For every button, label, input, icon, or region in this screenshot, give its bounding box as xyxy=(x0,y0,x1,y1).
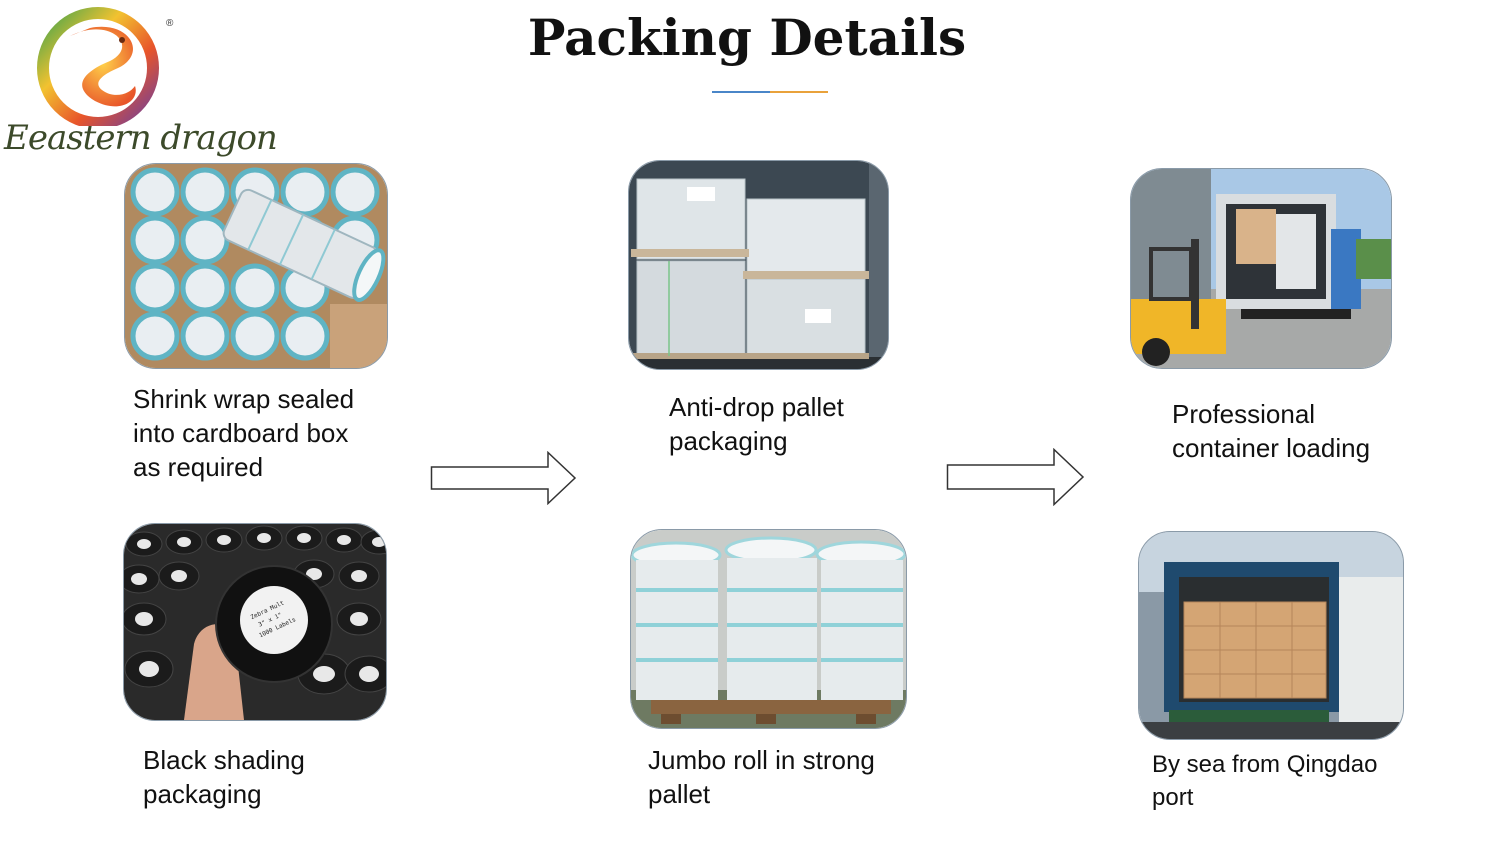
caption-line: Jumbo roll in strong xyxy=(648,745,875,775)
caption-container-loading: Professional container loading xyxy=(1172,397,1370,465)
caption-line: Shrink wrap sealed xyxy=(133,384,355,414)
caption-line: pallet xyxy=(648,779,711,809)
photo-by-sea xyxy=(1138,531,1404,740)
caption-jumbo-roll: Jumbo roll in strong pallet xyxy=(648,743,875,811)
caption-line: port xyxy=(1152,784,1194,811)
caption-black-shading: Black shading packaging xyxy=(143,743,305,811)
right-arrow-icon xyxy=(946,448,1085,506)
caption-shrink-wrap: Shrink wrap sealed into cardboard box as… xyxy=(133,382,354,484)
photo-jumbo-roll-pallet xyxy=(630,529,907,729)
caption-line: as required xyxy=(133,452,264,482)
dragon-logo-icon xyxy=(37,7,159,129)
caption-line: Anti-drop pallet xyxy=(669,392,844,422)
caption-by-sea: By sea from Qingdao port xyxy=(1152,748,1377,814)
photo-container-loading xyxy=(1130,168,1392,369)
caption-line: packaging xyxy=(669,426,788,456)
photo-shrink-wrap-box xyxy=(124,163,388,369)
caption-line: into cardboard box xyxy=(133,418,349,448)
caption-line: Professional xyxy=(1172,399,1316,429)
caption-line: container loading xyxy=(1172,433,1371,463)
brand-name: Eeastern dragon xyxy=(4,118,278,158)
title-underline-orange xyxy=(770,91,828,93)
caption-anti-drop: Anti-drop pallet packaging xyxy=(669,390,844,458)
title-underline-blue xyxy=(712,91,770,93)
caption-line: packaging xyxy=(143,779,262,809)
registered-mark: ® xyxy=(166,18,174,29)
brand-logo: ® Eeastern dragon xyxy=(0,6,278,166)
right-arrow-icon xyxy=(430,451,577,505)
caption-line: By sea from Qingdao xyxy=(1152,751,1378,778)
photo-anti-drop-pallet xyxy=(628,160,889,370)
caption-line: Black shading xyxy=(143,745,305,775)
page-title: Packing Details xyxy=(527,8,967,67)
photo-black-shading: Zebra Mult 3" x 1" 1000 Labels xyxy=(123,523,387,721)
